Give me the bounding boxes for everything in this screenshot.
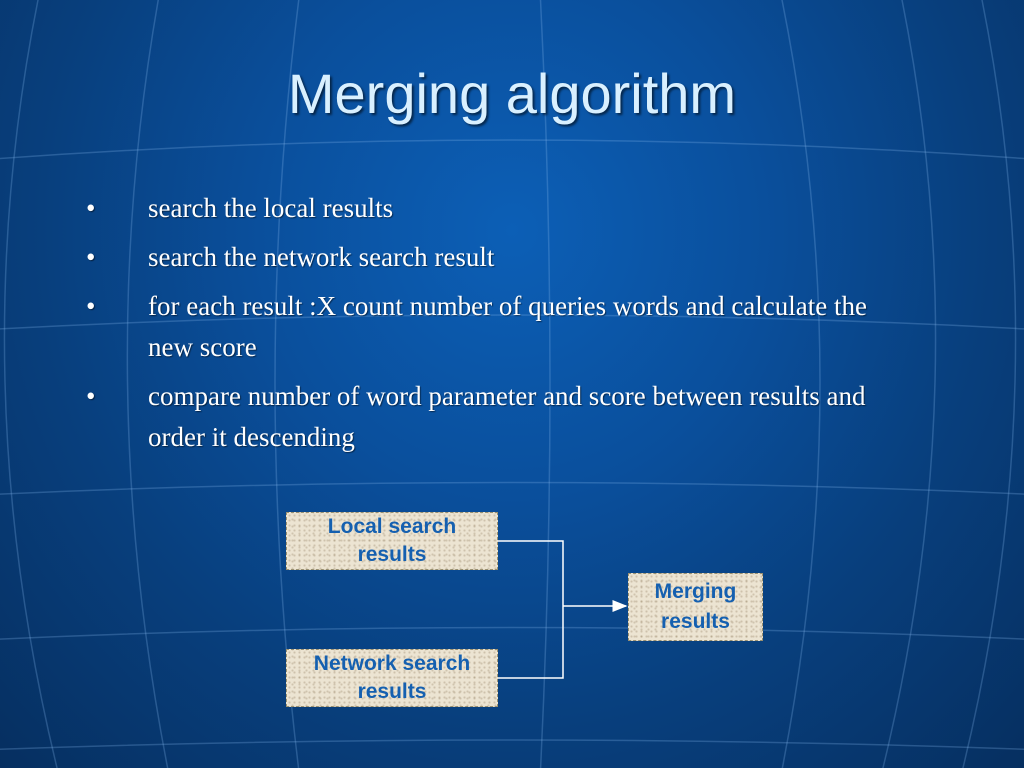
bullet-item: • compare number of word parameter and s… xyxy=(86,376,906,458)
bullet-text: search the local results xyxy=(148,193,394,223)
slide-title: Merging algorithm xyxy=(287,62,737,125)
network-box-line2: results xyxy=(357,680,427,703)
bullet-glyph: • xyxy=(86,193,96,223)
bullet-glyph: • xyxy=(86,291,96,321)
network-search-results-box: Network search results xyxy=(286,649,498,707)
local-box-line1: Local search xyxy=(327,515,457,538)
bullet-item: • for each result :X count number of que… xyxy=(86,286,906,368)
local-box-line2: results xyxy=(357,543,427,566)
bullet-list: • search the local results • search the … xyxy=(86,188,906,466)
bullet-text: search the network search result xyxy=(148,242,495,272)
network-box-line1: Network search xyxy=(313,652,471,675)
bullet-glyph: • xyxy=(86,242,96,272)
bullet-text: compare number of word parameter and sco… xyxy=(148,381,866,452)
merging-box-line2: results xyxy=(661,610,730,633)
connector-local xyxy=(498,540,564,606)
bullet-item: • search the network search result xyxy=(86,237,906,278)
merging-results-box: Merging results xyxy=(628,573,763,641)
local-search-results-box: Local search results xyxy=(286,512,498,570)
bullet-item: • search the local results xyxy=(86,188,906,229)
bullet-glyph: • xyxy=(86,381,96,411)
bullet-text: for each result :X count number of queri… xyxy=(148,291,867,362)
merging-box-line1: Merging xyxy=(654,580,737,603)
connector-network xyxy=(498,606,564,679)
